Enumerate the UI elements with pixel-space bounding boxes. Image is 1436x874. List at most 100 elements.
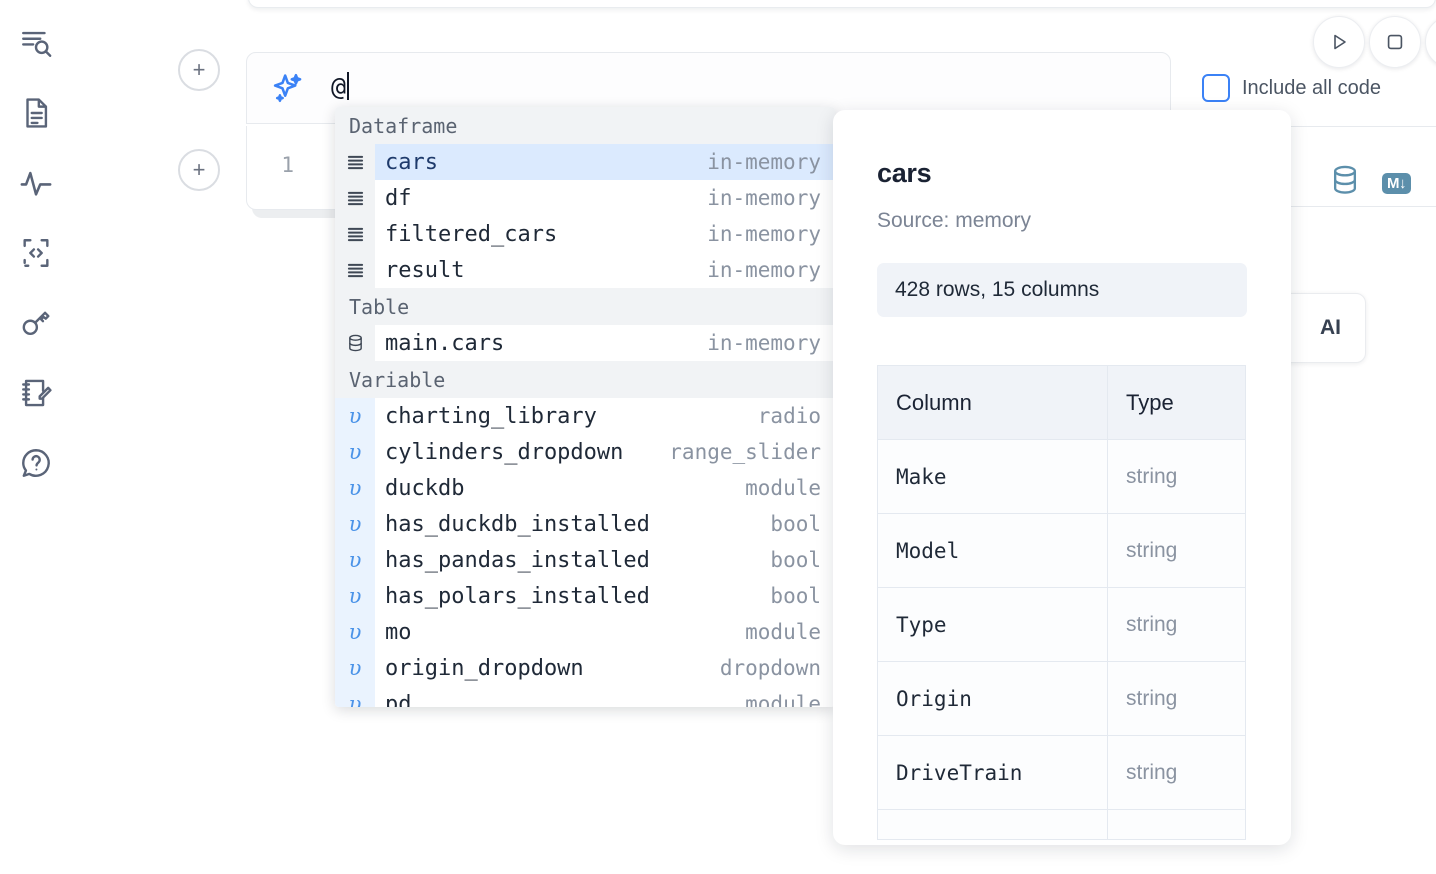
autocomplete-item-meta: range_slider xyxy=(669,440,821,464)
schema-header-cell-type: Type xyxy=(1107,365,1246,440)
schema-column-name: DriveTrain xyxy=(877,735,1108,810)
variable-upsilon-icon: υ xyxy=(335,506,375,542)
autocomplete-section-header-dataframe: Dataframe xyxy=(335,107,835,144)
line-number: 1 xyxy=(281,153,294,177)
autocomplete-item-meta: dropdown xyxy=(719,656,821,680)
autocomplete-item-meta: in-memory xyxy=(707,258,821,282)
file-text-icon[interactable] xyxy=(12,88,60,138)
variable-upsilon-icon: υ xyxy=(335,578,375,614)
text-caret xyxy=(347,72,350,100)
autocomplete-item-meta: module xyxy=(745,620,821,644)
autocomplete-item-name: has_pandas_installed xyxy=(385,547,650,573)
database-icon xyxy=(335,325,375,361)
ai-prompt-value: @ xyxy=(331,71,347,101)
autocomplete-item[interactable]: filtered_cars in-memory xyxy=(335,216,835,252)
variable-upsilon-icon: υ xyxy=(335,398,375,434)
autocomplete-item-name: has_polars_installed xyxy=(385,583,650,609)
schema-column-name: Model xyxy=(877,513,1108,588)
variable-upsilon-icon: υ xyxy=(335,686,375,707)
variable-upsilon-icon: υ xyxy=(335,614,375,650)
dataframe-rows-icon xyxy=(335,216,375,252)
autocomplete-item-meta: radio xyxy=(757,404,821,428)
add-cell-below-button[interactable]: + xyxy=(178,149,220,191)
detail-shape-badge: 428 rows, 15 columns xyxy=(877,263,1247,317)
variable-upsilon-icon: υ xyxy=(335,542,375,578)
ai-prompt-input[interactable]: @ xyxy=(331,71,350,101)
completion-detail-panel: cars Source: memory 428 rows, 15 columns… xyxy=(833,110,1291,845)
database-icon[interactable] xyxy=(1330,165,1360,202)
autocomplete-item-name: duckdb xyxy=(385,475,465,501)
include-all-code-checkbox-group: Include all code xyxy=(1202,74,1381,102)
add-cell-above-button[interactable]: + xyxy=(178,49,220,91)
generate-with-ai-label: AI xyxy=(1320,316,1341,339)
autocomplete-item-meta: in-memory xyxy=(707,186,821,210)
schema-column-type: string xyxy=(1107,735,1246,810)
cell-bottom-divider xyxy=(1190,206,1436,207)
autocomplete-item[interactable]: υ has_polars_installed bool xyxy=(335,578,835,614)
autocomplete-item-name: df xyxy=(385,185,412,211)
autocomplete-item-meta: module xyxy=(745,476,821,500)
key-icon[interactable] xyxy=(12,298,60,348)
autocomplete-item-name: origin_dropdown xyxy=(385,655,584,681)
autocomplete-item[interactable]: df in-memory xyxy=(335,180,835,216)
stop-button[interactable] xyxy=(1369,16,1421,68)
schema-column-type: string xyxy=(1107,513,1246,588)
autocomplete-item-name: cylinders_dropdown xyxy=(385,439,624,465)
autocomplete-item-name: has_duckdb_installed xyxy=(385,511,650,537)
scratchpad-edit-icon[interactable] xyxy=(12,368,60,418)
autocomplete-item-name: result xyxy=(385,257,465,283)
autocomplete-item[interactable]: υ origin_dropdown dropdown xyxy=(335,650,835,686)
autocomplete-item-name: filtered_cars xyxy=(385,221,558,247)
autocomplete-item-meta: bool xyxy=(770,584,821,608)
autocomplete-item-name: charting_library xyxy=(385,403,597,429)
include-all-code-checkbox[interactable] xyxy=(1202,74,1230,102)
autocomplete-item[interactable]: υ charting_library radio xyxy=(335,398,835,434)
autocomplete-section-header-table: Table xyxy=(335,288,835,325)
autocomplete-item[interactable]: result in-memory xyxy=(335,252,835,288)
variable-upsilon-icon: υ xyxy=(335,470,375,506)
dataframe-rows-icon xyxy=(335,252,375,288)
markdown-badge-icon[interactable]: M↓ xyxy=(1382,173,1411,194)
schema-column-type: string xyxy=(1107,439,1246,514)
include-all-code-label: Include all code xyxy=(1242,76,1381,99)
autocomplete-item[interactable]: υ has_duckdb_installed bool xyxy=(335,506,835,542)
schema-column-type: string xyxy=(1107,661,1246,736)
help-chat-icon[interactable] xyxy=(12,438,60,488)
explore-outline-icon[interactable] xyxy=(12,18,60,68)
schema-table-row-partial xyxy=(877,809,1246,840)
autocomplete-item-meta: in-memory xyxy=(707,222,821,246)
variable-upsilon-icon: υ xyxy=(335,650,375,686)
code-snippet-icon[interactable] xyxy=(12,228,60,278)
detail-title: cars xyxy=(877,158,932,188)
dataframe-rows-icon xyxy=(335,180,375,216)
run-button[interactable] xyxy=(1313,16,1365,68)
autocomplete-item-meta: bool xyxy=(770,512,821,536)
autocomplete-item-name: pd xyxy=(385,691,412,708)
schema-column-name: Type xyxy=(877,587,1108,662)
autocomplete-item-meta: module xyxy=(745,692,821,707)
autocomplete-item-name: main.cars xyxy=(385,330,505,356)
autocomplete-item-name: cars xyxy=(385,149,438,175)
schema-column-name: Make xyxy=(877,439,1108,514)
schema-header-cell-column: Column xyxy=(877,365,1108,440)
more-options-button[interactable] xyxy=(1425,16,1436,68)
activity-pulse-icon[interactable] xyxy=(12,158,60,208)
cell-top-divider xyxy=(1190,126,1436,127)
schema-column-type xyxy=(1107,809,1246,840)
sparkle-icon xyxy=(271,71,305,105)
